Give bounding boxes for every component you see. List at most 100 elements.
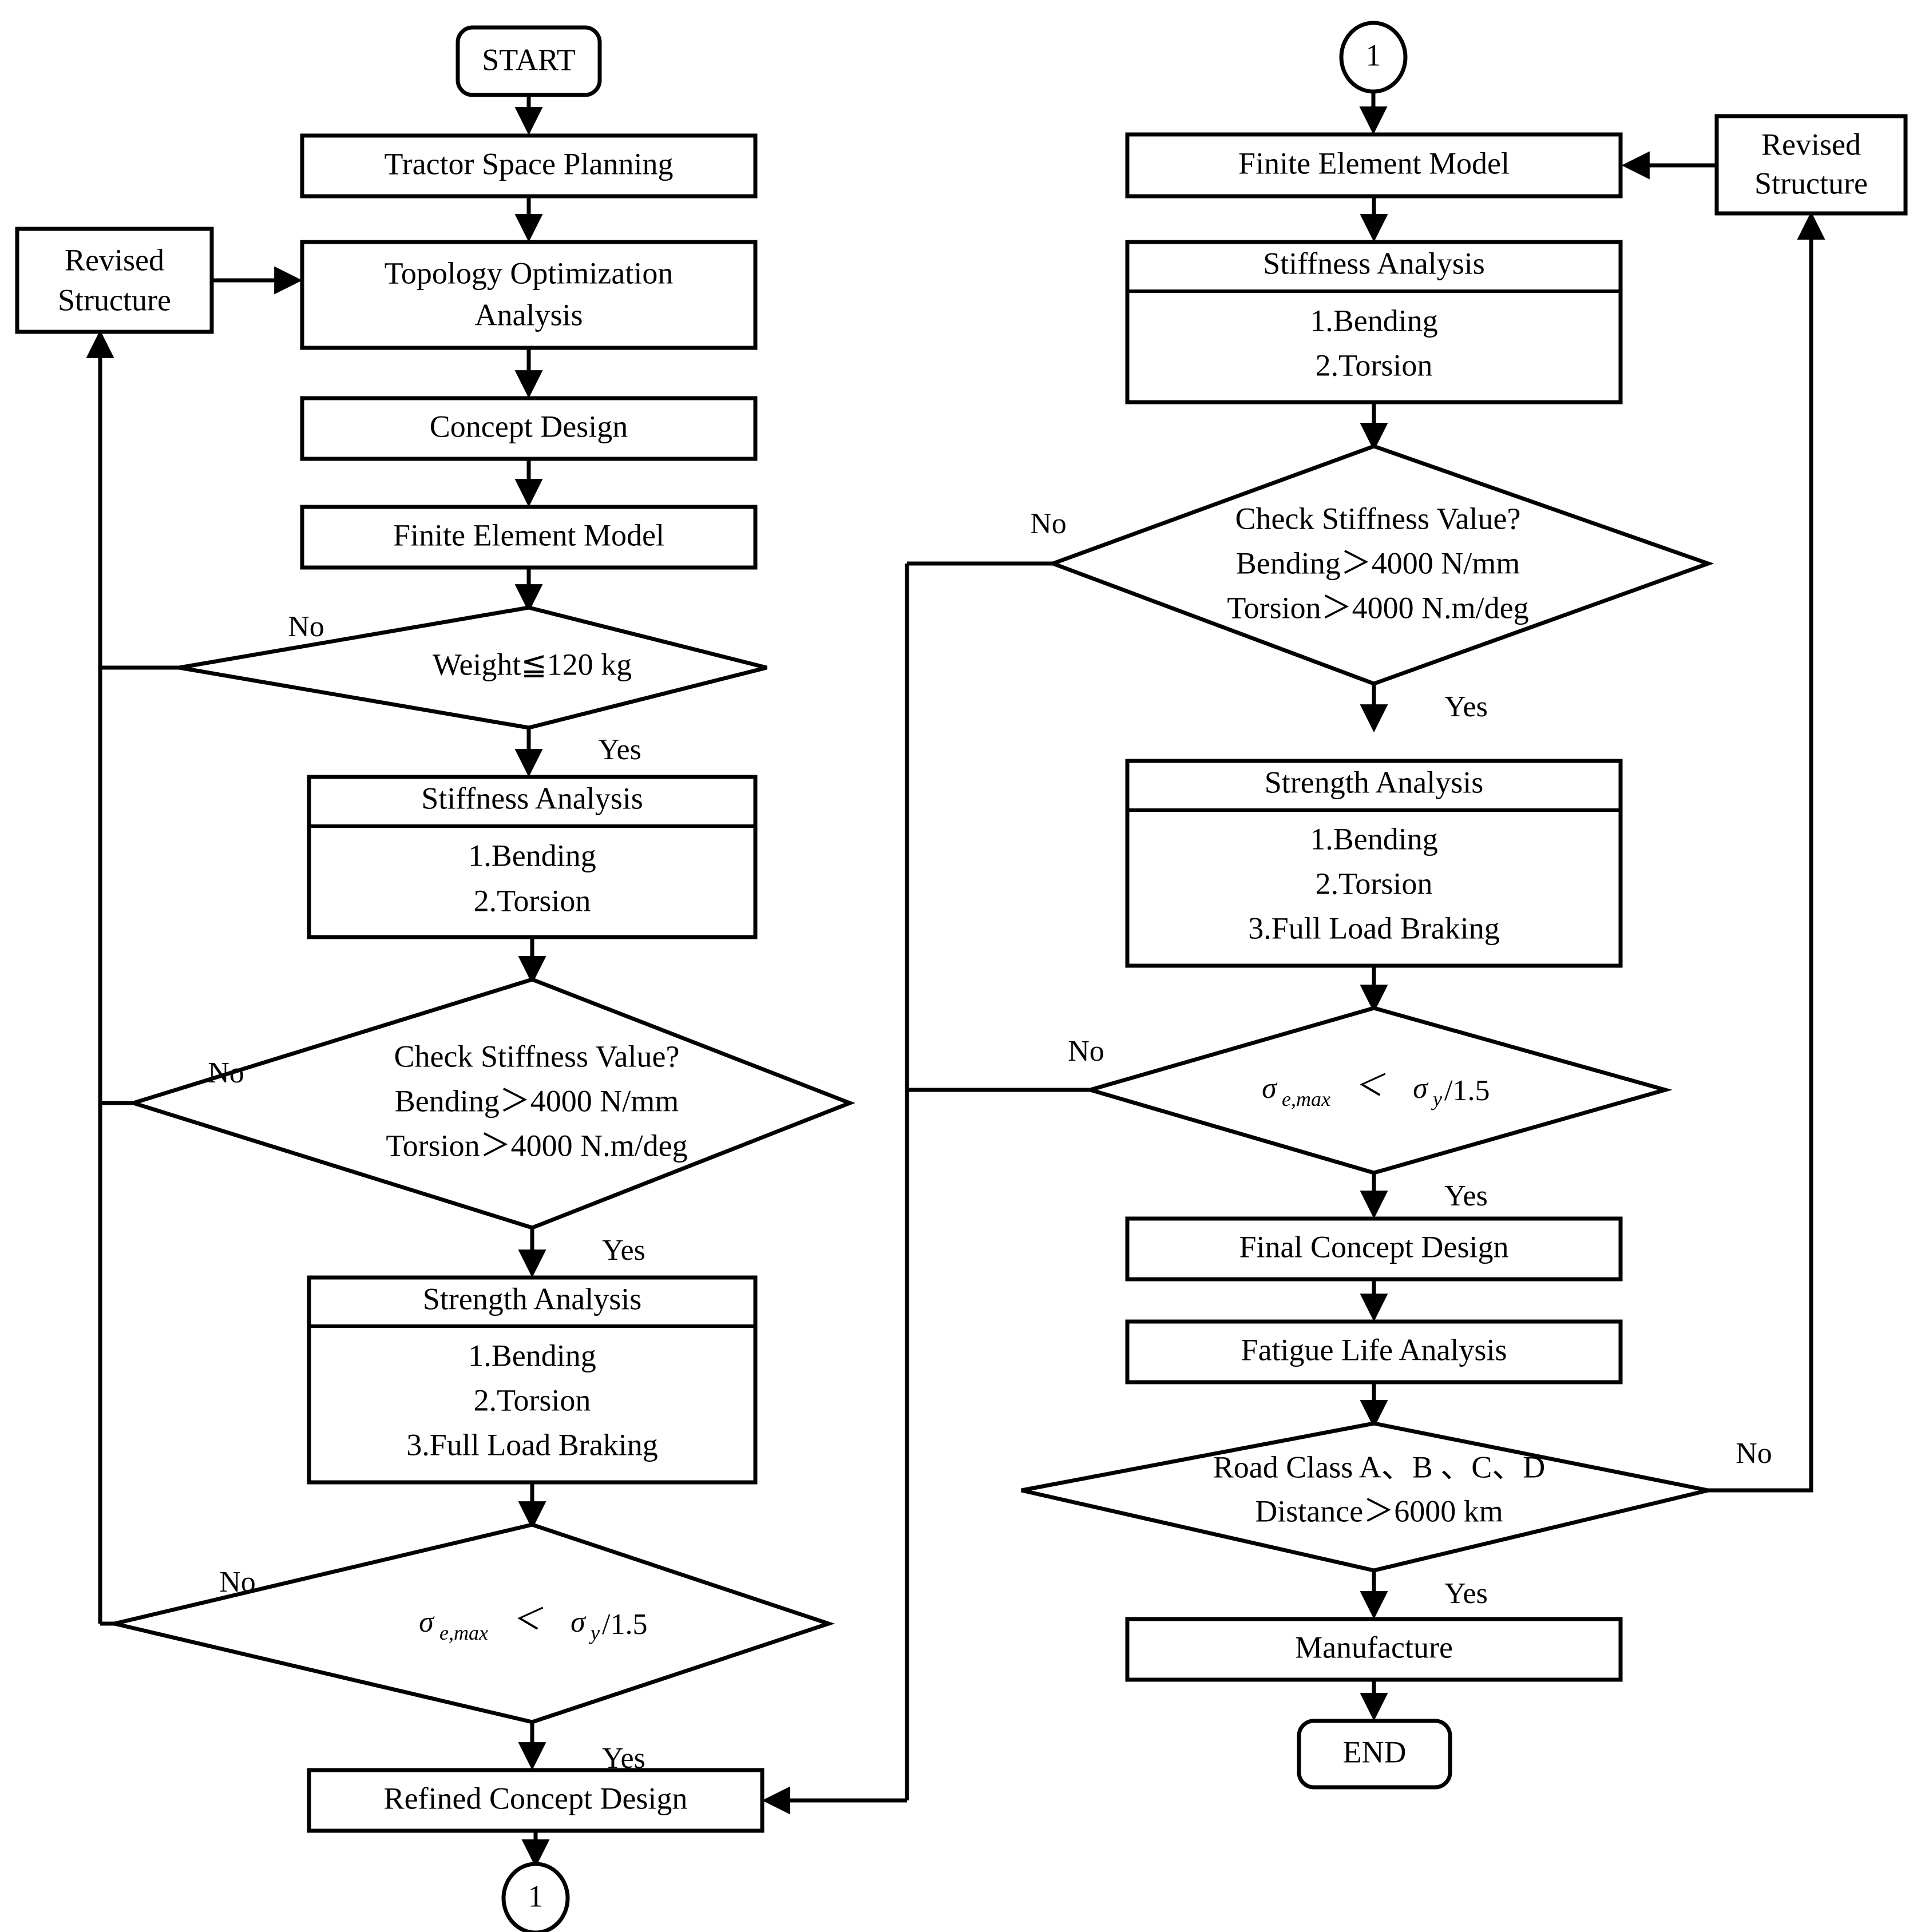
stiffness-check-right-line1: Check Stiffness Value?: [1235, 501, 1521, 535]
final-concept-design-label: Final Concept Design: [1239, 1229, 1509, 1264]
node-refined-concept-design[interactable]: Refined Concept Design: [307, 1768, 765, 1833]
right-loop-bus: [1708, 229, 1813, 1493]
node-concept-design[interactable]: Concept Design: [300, 396, 758, 461]
strength-check-right-sub-y: y: [1431, 1088, 1442, 1110]
strength-check-left-sub-y: y: [589, 1621, 600, 1644]
stiffness-check-right-yes-label: Yes: [1444, 691, 1488, 723]
node-weight-check[interactable]: Weight≦120 kg: [179, 605, 767, 730]
fatigue-life-analysis-label: Fatigue Life Analysis: [1241, 1332, 1507, 1367]
node-stiffness-analysis-right[interactable]: Stiffness Analysis 1.Bending 2.Torsion: [1125, 240, 1623, 404]
stiffness-check-left-line2: Bending＞4000 N/mm: [395, 1084, 679, 1118]
strength-analysis-right-item-2: 2.Torsion: [1316, 866, 1433, 900]
strength-check-right-yes-label: Yes: [1444, 1180, 1488, 1212]
concept-design-label: Concept Design: [430, 409, 628, 443]
weight-check-no-label: No: [288, 610, 324, 643]
concept-design-shape: [300, 396, 758, 461]
revised-structure-right-shape: [1714, 114, 1908, 216]
revised-structure-left-line1: Revised: [65, 243, 164, 277]
stiffness-check-left-line1: Check Stiffness Value?: [394, 1039, 680, 1073]
strength-check-right-lt: ＜: [1354, 1070, 1386, 1102]
node-tractor-space-planning[interactable]: Tractor Space Planning: [300, 133, 758, 199]
weight-check-yes-label: Yes: [598, 733, 641, 766]
end-label: END: [1343, 1735, 1407, 1769]
node-strength-analysis-left[interactable]: Strength Analysis 1.Bending 2.Torsion 3.…: [307, 1275, 758, 1485]
connector-out-shape: [501, 1862, 570, 1932]
refined-concept-design-label: Refined Concept Design: [384, 1781, 688, 1815]
strength-check-left-lt: ＜: [512, 1604, 544, 1636]
road-check-yes-label: Yes: [1444, 1577, 1488, 1610]
node-finite-element-model-left[interactable]: Finite Element Model: [300, 505, 758, 570]
node-end[interactable]: END: [1297, 1719, 1452, 1790]
node-final-concept-design[interactable]: Final Concept Design: [1125, 1216, 1623, 1282]
strength-check-right-div: /1.5: [1444, 1074, 1490, 1107]
strength-check-right-formula: σ e,max ＜ σ y /1.5: [1262, 1070, 1490, 1110]
road-check-line1: Road Class A、B 、C、D: [1213, 1450, 1546, 1484]
strength-analysis-right-item-3: 3.Full Load Braking: [1248, 911, 1499, 945]
node-manufacture[interactable]: Manufacture: [1125, 1617, 1623, 1682]
stiffness-check-left-no-label: No: [208, 1057, 244, 1089]
node-revised-structure-right[interactable]: Revised Structure: [1714, 114, 1908, 216]
road-check-line2: Distance＞6000 km: [1255, 1494, 1503, 1528]
stiffness-check-right-no-label: No: [1030, 507, 1067, 540]
stiffness-check-right-line3: Torsion＞4000 N.m/deg: [1227, 590, 1528, 625]
strength-analysis-left-shape: [307, 1275, 758, 1485]
final-concept-design-shape: [1125, 1216, 1623, 1282]
finite-element-model-left-shape: [300, 505, 758, 570]
revised-structure-right-line1: Revised: [1761, 127, 1861, 161]
strength-check-left-sigma-e: σ: [419, 1606, 435, 1639]
strength-check-right-sigma-y: σ: [1413, 1072, 1429, 1105]
revised-structure-right-line2: Structure: [1754, 166, 1868, 200]
stiffness-analysis-right-header: Stiffness Analysis: [1263, 246, 1485, 280]
stiffness-analysis-right-shape: [1125, 240, 1623, 404]
revised-structure-left-line2: Structure: [58, 283, 171, 317]
stiffness-check-left-line3: Torsion＞4000 N.m/deg: [386, 1128, 687, 1163]
strength-check-left-div: /1.5: [602, 1608, 647, 1641]
node-finite-element-model-right[interactable]: Finite Element Model: [1125, 132, 1623, 199]
node-revised-structure-left[interactable]: Revised Structure: [15, 227, 214, 334]
stiffness-analysis-left-item-1: 1.Bending: [468, 838, 596, 872]
fatigue-life-analysis-shape: [1125, 1319, 1623, 1384]
road-check-no-label: No: [1736, 1437, 1772, 1470]
manufacture-shape: [1125, 1617, 1623, 1682]
finite-element-model-left-label: Finite Element Model: [393, 518, 664, 552]
node-connector-out[interactable]: 1: [501, 1862, 570, 1932]
end-shape: [1297, 1719, 1452, 1790]
stiffness-check-left-yes-label: Yes: [602, 1234, 645, 1267]
stiffness-check-right-line2: Bending＞4000 N/mm: [1236, 546, 1520, 580]
topology-optimization-label-line2: Analysis: [475, 297, 583, 332]
tractor-space-planning-label: Tractor Space Planning: [385, 146, 674, 181]
strength-check-left-sub-e: e,max: [439, 1621, 488, 1644]
strength-analysis-left-header: Strength Analysis: [423, 1282, 642, 1316]
node-start[interactable]: START: [455, 25, 602, 97]
node-topology-optimization[interactable]: Topology Optimization Analysis: [300, 240, 758, 350]
strength-analysis-right-shape: [1125, 759, 1623, 968]
start-label: START: [482, 42, 575, 77]
strength-check-right-sigma-e: σ: [1262, 1072, 1278, 1105]
finite-element-model-right-label: Finite Element Model: [1238, 146, 1510, 180]
stiffness-analysis-right-item-1: 1.Bending: [1310, 303, 1438, 338]
node-connector-in[interactable]: 1: [1339, 21, 1408, 94]
connector-out-label: 1: [528, 1879, 544, 1913]
topology-optimization-label-line1: Topology Optimization: [385, 256, 674, 290]
node-strength-analysis-right[interactable]: Strength Analysis 1.Bending 2.Torsion 3.…: [1125, 759, 1623, 968]
strength-analysis-left-item-3: 3.Full Load Braking: [406, 1427, 657, 1462]
manufacture-label: Manufacture: [1295, 1630, 1453, 1664]
strength-check-left-sigma-y: σ: [571, 1606, 587, 1639]
strength-analysis-right-item-1: 1.Bending: [1310, 822, 1438, 856]
node-fatigue-life-analysis[interactable]: Fatigue Life Analysis: [1125, 1319, 1623, 1384]
node-stiffness-analysis-left[interactable]: Stiffness Analysis 1.Bending 2.Torsion: [307, 775, 758, 939]
connector-in-label: 1: [1366, 38, 1381, 72]
stiffness-analysis-left-header: Stiffness Analysis: [421, 781, 643, 815]
stiffness-analysis-left-item-2: 2.Torsion: [474, 883, 591, 918]
strength-check-left-formula: σ e,max ＜ σ y /1.5: [419, 1604, 647, 1644]
revised-structure-left-shape: [15, 227, 214, 334]
stiffness-analysis-right-item-2: 2.Torsion: [1316, 348, 1433, 382]
strength-analysis-left-item-1: 1.Bending: [468, 1338, 596, 1372]
strength-analysis-right-header: Strength Analysis: [1265, 765, 1484, 799]
strength-check-left-no-label: No: [219, 1566, 256, 1598]
weight-check-label: Weight≦120 kg: [433, 647, 632, 681]
strength-check-right-sub-e: e,max: [1282, 1088, 1330, 1110]
strength-analysis-left-item-2: 2.Torsion: [474, 1383, 591, 1417]
